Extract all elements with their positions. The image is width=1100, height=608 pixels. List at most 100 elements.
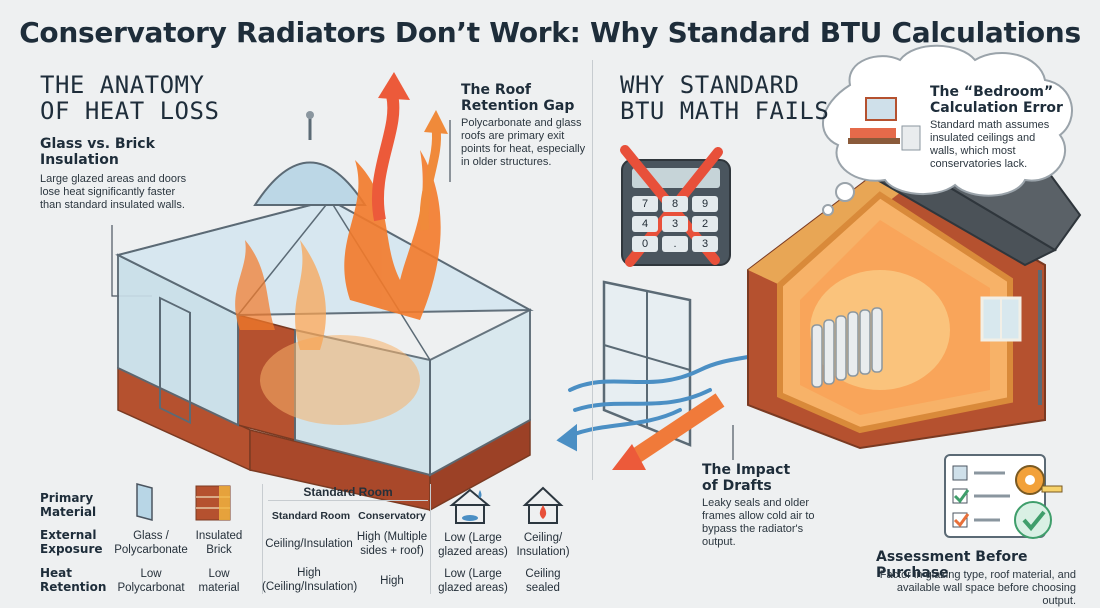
row-label-line: Primary	[40, 491, 94, 505]
cell-exposure-brick: Insulated Brick	[188, 529, 250, 557]
drafts-body-line: Leaky seals and older	[702, 497, 810, 509]
anatomy-heading-line: OF HEAT LOSS	[40, 97, 220, 125]
glass-body-line: than standard insulated walls.	[40, 199, 185, 211]
glass-body-line: lose heat significantly faster	[40, 186, 176, 198]
section-divider	[592, 60, 593, 480]
cell-line: Insulated	[195, 530, 243, 542]
roof-gap-title: The Roof Retention Gap	[461, 82, 574, 114]
row-label-line: Exposure	[40, 542, 103, 556]
roof-body-line: in older structures.	[461, 156, 552, 168]
cell-line: Insulation)	[516, 546, 570, 558]
table-divider	[430, 484, 431, 594]
bedroom-error-title: The “Bedroom” Calculation Error	[930, 84, 1063, 116]
conservatory-illustration	[115, 111, 534, 512]
assessment-body-line: available wall space before choosing out…	[896, 582, 1076, 607]
brick-wall-icon	[195, 485, 231, 521]
warm-house-icon	[522, 486, 564, 524]
cell-line: Ceiling	[525, 568, 561, 580]
cell-line: (Ceiling/Insulation)	[262, 581, 358, 593]
anatomy-heading-line: THE ANATOMY	[40, 71, 205, 99]
roof-gap-text: Polycarbonate and glass roofs are primar…	[461, 117, 585, 169]
drafts-title-line: of Drafts	[702, 478, 772, 494]
heat-escape-arrows-icon	[371, 72, 448, 231]
btu-heading-line: BTU MATH FAILS	[620, 97, 830, 125]
leaky-house-icon	[449, 488, 491, 524]
cell-icon-exposure-low: Low (Large glazed areas)	[434, 531, 512, 559]
table-header-rule	[268, 500, 428, 501]
col-header-conservatory: Conservatory	[358, 510, 426, 522]
cell-line: Ceiling/	[523, 532, 563, 544]
cell-retention-brick: Low material	[190, 567, 248, 595]
heat-flames-icon	[235, 150, 441, 350]
tape-measure-icon	[1015, 465, 1063, 495]
anatomy-heading: THE ANATOMY OF HEAT LOSS	[40, 72, 219, 124]
calculator-key: 9	[692, 196, 718, 212]
cell-line: High (Multiple	[356, 531, 428, 543]
cell-icon-retention-low: Low (Large glazed areas)	[434, 567, 512, 595]
row-label-retention: Heat Retention	[40, 566, 106, 594]
drafts-title-line: The Impact	[702, 462, 791, 478]
calculator-key: 4	[632, 216, 658, 232]
page-title: Conservatory Radiators Don’t Work: Why S…	[19, 16, 1081, 49]
roof-title-line: The Roof	[461, 82, 531, 98]
row-label-line: External	[40, 528, 97, 542]
row-label-material: Primary Material	[40, 491, 96, 519]
calculator-key: 8	[662, 196, 688, 212]
bedroom-title-line: Calculation Error	[930, 100, 1063, 116]
cell-line: glazed areas)	[438, 582, 508, 594]
calculator-keypad: 7 8 9 4 3 2 0 . 3	[632, 196, 720, 252]
calculator-key: 7	[632, 196, 658, 212]
cell-icon-retention-ceiling: Ceiling sealed	[510, 567, 576, 595]
cell-retention-conservatory: High	[380, 575, 404, 587]
bedroom-body-line: insulated ceilings and	[930, 132, 1036, 144]
cell-retention-standard: High (Ceiling/Insulation)	[262, 566, 358, 594]
row-label-line: Material	[40, 505, 97, 519]
drafts-body-line: frames allow cold air to	[702, 510, 815, 522]
row-label-exposure: External Exposure	[40, 528, 103, 556]
calculator-key: 3	[692, 236, 718, 252]
row-label-line: Retention	[40, 580, 107, 594]
bedroom-body-line: conservatories lack.	[930, 158, 1028, 170]
glass-title-line: Insulation	[40, 152, 119, 168]
cell-line: Low (Large	[444, 532, 502, 544]
radiator-icon	[811, 307, 883, 388]
glass-title-line: Glass vs. Brick	[40, 136, 155, 152]
cell-icon-exposure-ceiling: Ceiling/ Insulation)	[510, 531, 576, 559]
roof-body-line: roofs are primary exit	[461, 130, 565, 142]
row-label-line: Heat	[40, 566, 73, 580]
cell-exposure-conservatory: High (Multiple sides + roof)	[354, 530, 430, 558]
cell-line: Polycarbonat	[117, 582, 185, 594]
col-header-standard: Standard Room	[271, 510, 351, 522]
drafts-text: Leaky seals and older frames allow cold …	[702, 497, 815, 549]
cell-line: Brick	[206, 544, 232, 556]
bedroom-error-text: Standard math assumes insulated ceilings…	[930, 119, 1049, 171]
glass-pane-icon	[136, 483, 153, 521]
bedroom-title-line: The “Bedroom”	[930, 84, 1054, 100]
table-group-header: Standard Room	[303, 485, 393, 499]
glass-vs-brick-title: Glass vs. Brick Insulation	[40, 136, 155, 168]
assessment-text: Factor in glazing type, roof material, a…	[876, 569, 1076, 608]
glass-body-line: Large glazed areas and doors	[40, 173, 187, 185]
drafts-body-line: output.	[702, 536, 736, 548]
table-divider	[262, 484, 263, 594]
checkmark-badge-icon	[1014, 501, 1052, 539]
cell-line: sides + roof)	[360, 545, 424, 557]
assessment-title: Assessment Before Purchase	[876, 549, 1028, 581]
cell-line: Low	[140, 568, 162, 580]
glass-vs-brick-text: Large glazed areas and doors lose heat s…	[40, 173, 186, 212]
cell-line: sealed	[526, 582, 560, 594]
drafts-title: The Impact of Drafts	[702, 462, 790, 494]
bedroom-body-line: walls, which most	[930, 145, 1016, 157]
calculator-key: 2	[692, 216, 718, 232]
roof-body-line: Polycarbonate and glass	[461, 117, 582, 129]
thought-bubble	[822, 44, 1073, 216]
cell-line: Polycarbonate	[114, 544, 188, 556]
btu-heading-line: WHY STANDARD	[620, 71, 800, 99]
cell-line: material	[198, 582, 240, 594]
cell-retention-glass: Low Polycarbonat	[106, 567, 196, 595]
assessment-body-line: Factor in glazing type, roof material, a…	[879, 569, 1076, 581]
cell-line: Glass /	[133, 530, 169, 542]
cell-exposure-standard: Ceiling/Insulation	[265, 538, 353, 550]
cell-line: High	[297, 567, 321, 579]
